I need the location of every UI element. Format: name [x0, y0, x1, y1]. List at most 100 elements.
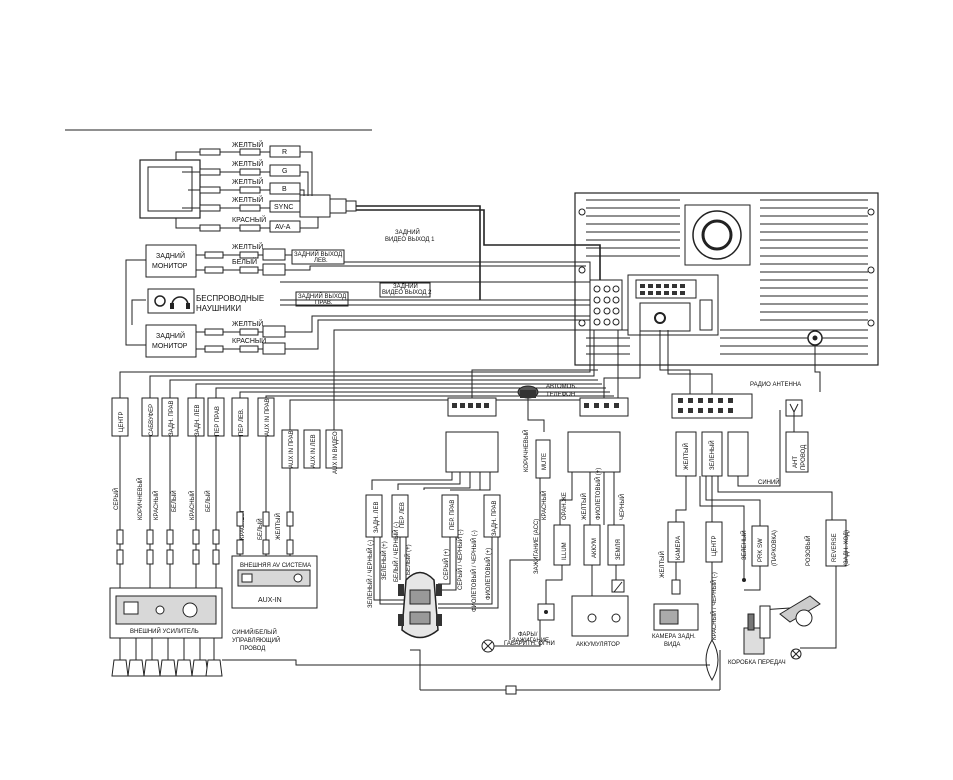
- label-b: B: [282, 186, 287, 193]
- control-wire-label-a: СИНИЙ/БЕЛЫЙ: [232, 628, 277, 636]
- wire-brown-mute: КОРИЧНЕВЫЙ: [522, 430, 530, 472]
- wire-gray-plus: СЕРЫЙ (+): [442, 549, 450, 580]
- wire-violet-black: ФИОЛЕТОВЫЙ / ЧЕРНЫЙ (-): [470, 530, 478, 612]
- label-red-acc: КРАСНЫЙ: [540, 491, 548, 520]
- label-mute: MUTE: [542, 453, 548, 470]
- battery: [571, 595, 629, 637]
- label-pink: РОЗОВЫЙ: [804, 536, 812, 566]
- rca-plugs-top: [199, 145, 601, 300]
- label-red-rm2: КРАСНЫЙ: [232, 336, 266, 345]
- label-external-amp: ВНЕШНИЙ УСИЛИТЕЛЬ: [130, 627, 199, 635]
- label-green-prk: ЗЕЛЕНЫЙ: [740, 530, 748, 560]
- rear-monitor-1: [145, 244, 301, 278]
- control-wire-label-c: ПРОВОД: [240, 646, 265, 652]
- label-g: G: [282, 168, 287, 175]
- label-blue: СИНИЙ: [758, 478, 780, 486]
- label-ignition-acc: ЗАЖИГАНИЕ (ACC): [534, 519, 540, 574]
- label-rear-out-right-b: ПРАВ.: [315, 300, 333, 306]
- harness-front-r: ПЕР. ПРАВ: [450, 500, 456, 530]
- label-front-right: ПЕР ПРАВ: [215, 406, 221, 436]
- label-radio-antenna: РАДИО АНТЕННА: [750, 382, 801, 388]
- label-ant-b: ПРОВОД: [801, 445, 807, 470]
- label-ignition: ЗАЖИГАНИЕ: [512, 638, 549, 644]
- rear-monitor-1-line1: ЗАДНИЙ: [156, 251, 185, 260]
- label-phone-b: ТЕЛЕФОН: [546, 392, 575, 398]
- label-rear-video-out2-b: ВИДЕО ВЫХОД 2: [382, 290, 432, 296]
- label-yellow-sync: ЖЕЛТЫЙ: [232, 195, 263, 204]
- rear-monitor-2-line2: МОНИТОР: [152, 343, 188, 350]
- label-rear-video-out2-a: ЗАДНИЙ: [393, 282, 418, 290]
- label-camera: КАМЕРА: [676, 536, 682, 560]
- wire-violet-plus: ФИОЛЕТОВЫЙ (+): [484, 548, 492, 600]
- radio-antenna: [785, 345, 821, 473]
- wire-brown: КОРИЧНЕВЫЙ: [136, 478, 144, 520]
- handbrake-icon: [759, 595, 821, 627]
- camera-parking-reverse: [653, 519, 847, 681]
- monitor-link-wire: [125, 259, 146, 346]
- label-red-ava: КРАСНЫЙ: [232, 215, 266, 224]
- label-center: ЦЕНТР: [119, 412, 125, 432]
- label-reverse-b: (ЗАДН. ХОД): [844, 530, 850, 566]
- label-violet: ФИОЛЕТОВЫЙ (+): [594, 468, 602, 520]
- label-av-a: AV-A: [275, 224, 291, 231]
- label-phone-a: АВТОМОБ.: [546, 384, 577, 390]
- label-orange: ОРАН.ЖЕ: [562, 492, 568, 520]
- head-unit: [574, 192, 879, 366]
- wire-white-3: БЕЛЫЙ: [256, 518, 264, 540]
- rear-monitor-2: [145, 324, 300, 358]
- label-yellow-right: ЖЕЛТЫЙ: [682, 443, 690, 470]
- label-aux-in: AUX-IN: [258, 597, 282, 604]
- wire-white-plus: БЕЛЫЙ (+): [404, 544, 412, 575]
- label-rear-right: ЗАДН. ПРАВ: [169, 401, 175, 436]
- wireless-headphones: [147, 288, 195, 314]
- right-harness: [659, 330, 833, 640]
- external-av-system: [231, 555, 318, 609]
- harness-rear-l: ЗАДН. ЛЕВ: [374, 502, 380, 534]
- label-yellow-rm2: ЖЕЛТЫЙ: [232, 319, 263, 328]
- ground-symbol: [611, 579, 625, 593]
- power-harness: [509, 330, 641, 640]
- label-gearbox: КОРОБКА ПЕРЕДАЧ: [728, 660, 786, 666]
- wire-gray-black: СЕРЫЙ / ЧЕРНЫЙ (-): [456, 529, 464, 590]
- label-battery: АККУМУЛЯТОР: [576, 642, 620, 648]
- speakers: [111, 638, 223, 677]
- label-external-av: ВНЕШНЯЯ AV СИСТЕМА: [240, 563, 311, 569]
- headphones-label-2: НАУШНИКИ: [196, 304, 241, 313]
- wire-white-1: БЕЛЫЙ: [170, 490, 178, 512]
- label-rear-video-out1-a: ЗАДНИЙ: [395, 228, 420, 236]
- rear-monitor-1-line2: МОНИТОР: [152, 263, 188, 270]
- label-rear-out-left-a: ЗАДНИЙ ВЫХОД: [294, 250, 342, 258]
- label-headlights-b: ГАБАРИТН. ОГНИ: [504, 641, 555, 647]
- wire-green-plus: ЗЕЛЕНЫЙ (+): [380, 541, 388, 580]
- label-headlights-a: ФАРЫ/: [518, 632, 538, 638]
- label-aux-in-right: AUX IN ПРАВ: [265, 398, 271, 436]
- label-yellow-camera: ЖЕЛТЫЙ: [658, 551, 666, 578]
- headlight-bulb: [481, 620, 541, 653]
- wire-red-2: КРАСНЫЙ: [188, 491, 196, 520]
- label-red-black: КРАСНЫЙ / ЧЕРНЫЙ (-): [710, 572, 718, 640]
- label-rear-camera-a: КАМЕРА ЗАДН.: [652, 634, 696, 640]
- label-prk-sw: PRK SW: [758, 538, 764, 562]
- label-yellow-g: ЖЕЛТЫЙ: [232, 159, 263, 168]
- harness-rear-r: ЗАДН. ПРАВ: [492, 501, 498, 536]
- label-aux-in-right-2: AUX IN ПРАВ: [289, 430, 295, 468]
- car-phone-icon: [517, 385, 539, 399]
- car-top-view: [398, 571, 442, 639]
- label-rear-out-right-a: ЗАДНИЙ ВЫХОД: [298, 292, 346, 300]
- wire-yellow-3: ЖЕЛТЫЙ: [274, 513, 282, 540]
- label-aux-in-video: AUX IN ВИДЕО: [333, 431, 339, 474]
- control-wire-label-b: УПРАВЛЯЮЩИЙ: [232, 636, 280, 644]
- external-amplifier: [109, 587, 223, 639]
- label-illum: ILLUM: [562, 542, 568, 560]
- wire-white-2: БЕЛЫЙ: [204, 490, 212, 512]
- label-accum: АККУМ: [592, 538, 598, 558]
- rear-out-wires: [280, 249, 591, 350]
- label-yellow-rm1: ЖЕЛТЫЙ: [232, 242, 263, 251]
- rear-monitor-2-line1: ЗАДНИЙ: [156, 331, 185, 340]
- label-rear-left: ЗАДН. ЛЕВ: [195, 405, 201, 437]
- label-yellow-acc: ЖЕЛТЫЙ: [580, 493, 588, 520]
- amp-rca-plugs: [116, 511, 294, 565]
- wire-gray: СЕРЫЙ: [112, 488, 120, 510]
- label-rear-camera-b: ВИДА: [664, 642, 680, 648]
